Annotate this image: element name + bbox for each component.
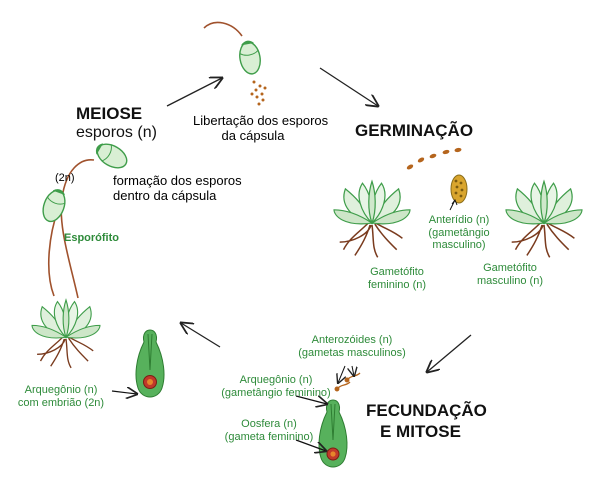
label-arquegonio-emb-line1: Arquegônio (n) — [24, 384, 98, 396]
label-ploidy-2n: (2n) — [55, 172, 75, 184]
label-anterozoides-line1: Anterozóides (n) — [311, 334, 393, 346]
label-arquegonio-embriao: Arquegônio (n) com embrião (2n) — [8, 384, 114, 409]
label-formacao: formação dos esporos dentro da cápsula — [113, 173, 242, 204]
capsule-releasing-spores — [203, 21, 267, 106]
label-gametofito-fem-line2: feminino (n) — [367, 278, 427, 291]
label-formacao-line2: dentro da cápsula — [113, 187, 217, 203]
arrow-to-fecundacao — [427, 334, 472, 372]
label-libertacao: Libertação dos esporos da cápsula — [193, 113, 329, 144]
label-gametofito-masc-line1: Gametófito — [483, 262, 537, 274]
stage-fecundacao-line1: FECUNDAÇÃO — [366, 401, 487, 420]
label-esporofito: Esporófito — [64, 232, 119, 244]
stage-meiose-subtitle: esporos (n) — [76, 124, 157, 141]
label-arquegonio-fecundacao: Arquegônio (n) (gametângio feminino) — [220, 374, 332, 399]
label-arquegonio-emb-line2: com embrião (2n) — [17, 396, 105, 409]
gametophyte-male — [505, 180, 583, 259]
germinating-spores — [406, 147, 462, 170]
label-libertacao-line1: Libertação dos esporos — [193, 113, 329, 128]
label-oosfera-line2: (gameta feminino) — [224, 430, 314, 443]
label-anterozoides-line2: (gametas masculinos) — [298, 346, 406, 359]
pointer-archegonium — [295, 395, 327, 404]
arrow-meiose-to-libertacao — [166, 78, 222, 107]
arrow-to-germinacao — [319, 67, 378, 106]
label-oosfera: Oosfera (n) (gameta feminino) — [222, 418, 316, 443]
label-anteridio-line2: (gametângio — [428, 226, 490, 239]
label-anteridio: Anterídio (n) (gametângio masculino) — [420, 214, 498, 252]
archegonium-fertilization — [318, 399, 348, 468]
pointer-antherozoid-1 — [338, 365, 345, 383]
stage-fecundacao-line2: E MITOSE — [380, 422, 461, 441]
pointer-embryo — [111, 391, 137, 394]
label-anterozoides: Anterozóides (n) (gametas masculinos) — [282, 334, 422, 359]
label-anteridio-line1: Anterídio (n) — [428, 214, 490, 226]
label-arquegonio-fec-line2: (gametângio feminino) — [221, 386, 331, 399]
label-oosfera-line1: Oosfera (n) — [241, 418, 297, 430]
sporophyte-plant — [31, 138, 132, 369]
archegonium-with-embryo — [135, 329, 165, 398]
stage-meiose-title: MEIOSE — [76, 104, 143, 123]
label-gametofito-masculino: Gametófito masculino (n) — [468, 262, 552, 287]
label-anteridio-line3: masculino) — [432, 239, 486, 252]
label-arquegonio-fec-line1: Arquegônio (n) — [239, 374, 313, 386]
pointer-antherozoid-2 — [352, 365, 354, 376]
label-formacao-line1: formação dos esporos — [113, 173, 242, 188]
antheridium — [449, 174, 468, 211]
label-gametofito-feminino: Gametófito feminino (n) — [357, 266, 437, 291]
gametophyte-female — [333, 180, 411, 259]
arrow-to-embriao — [181, 323, 221, 348]
label-gametofito-masc-line2: masculino (n) — [476, 274, 544, 287]
stage-germinacao: GERMINAÇÃO — [355, 121, 474, 140]
pointer-oosphere — [295, 439, 326, 451]
label-libertacao-line2: da cápsula — [221, 127, 285, 143]
label-gametofito-fem-line1: Gametófito — [370, 266, 424, 278]
